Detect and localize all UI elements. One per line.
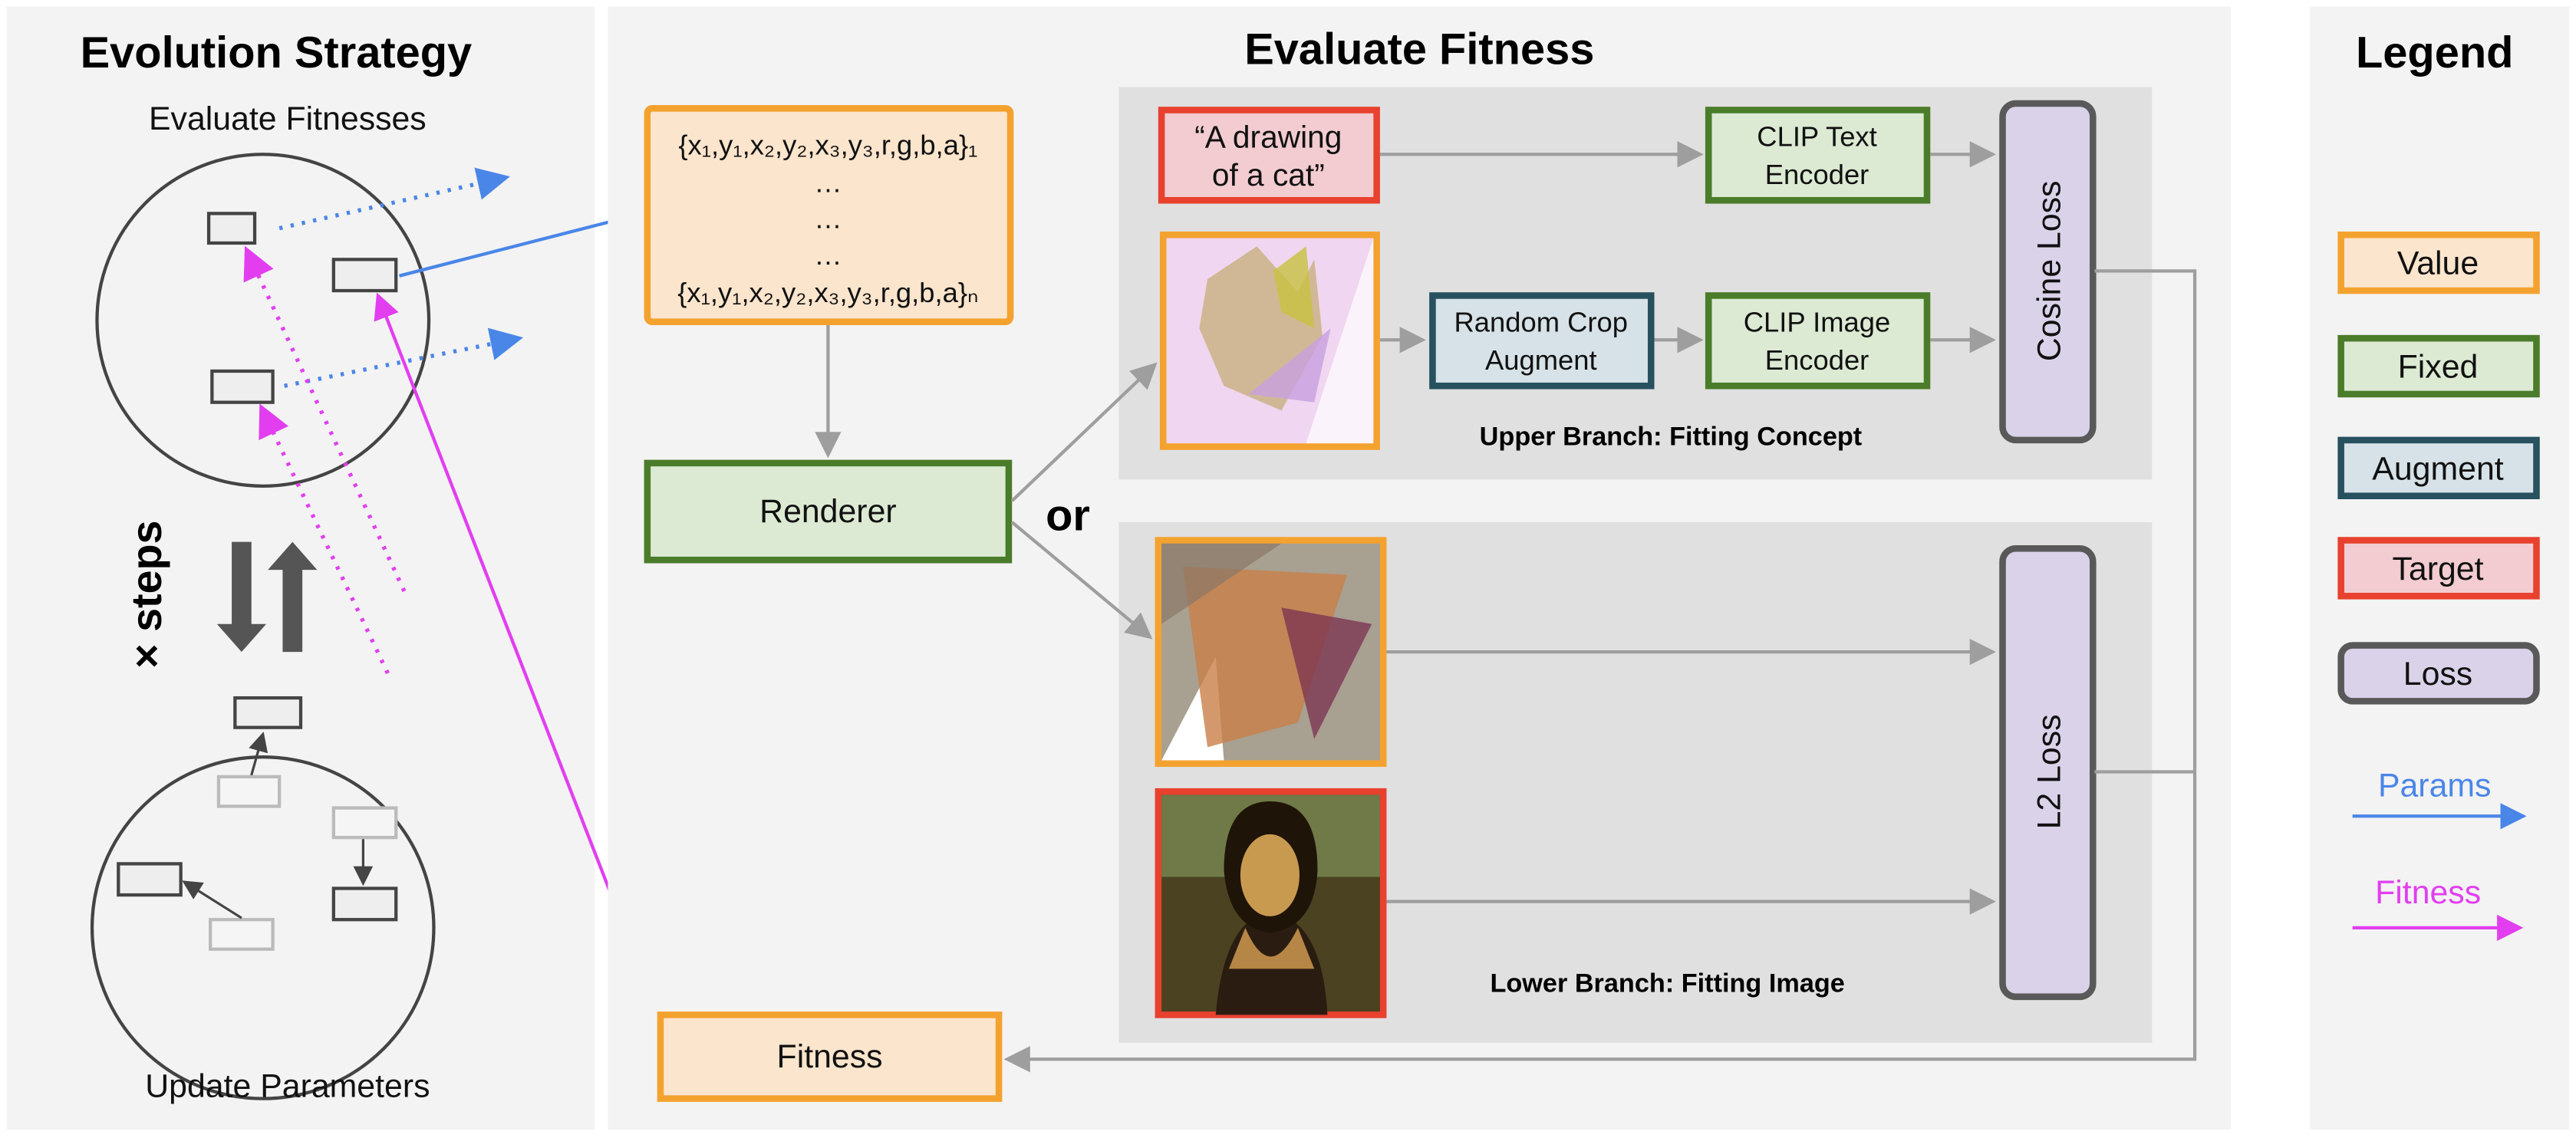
cosine-loss-box: Cosine Loss	[1999, 100, 2097, 444]
evolution-strategy-panel: Evolution Strategy Evaluate Fitnesses × …	[6, 6, 666, 1130]
encoder-label: CLIP Image	[1744, 307, 1891, 338]
fitness-dotted-arrow	[243, 245, 407, 593]
augment-label: Random Crop	[1454, 307, 1629, 338]
l2-loss-box: L2 Loss	[1999, 544, 2097, 1001]
legend-swatch	[2337, 537, 2540, 600]
update-parameters-caption: Update Parameters	[145, 1067, 430, 1104]
mona-lisa-target-image	[1155, 788, 1387, 1018]
candidate	[233, 696, 303, 729]
ellipsis: …	[814, 203, 842, 235]
ellipsis: …	[814, 239, 842, 271]
legend-item-target: Target	[2337, 537, 2540, 600]
population-circle-bottom	[90, 755, 436, 1100]
params-arrow	[398, 208, 640, 278]
steps-label: × steps	[123, 521, 170, 669]
candidate	[117, 862, 183, 897]
encoder-label: Encoder	[1765, 159, 1869, 190]
legend-item-value: Value	[2337, 231, 2540, 294]
target-prompt-box: “A drawing of a cat”	[1158, 107, 1380, 204]
upper-branch-caption: Upper Branch: Fitting Concept	[1480, 422, 1863, 451]
legend-swatch	[2337, 436, 2540, 499]
legend-fitness-label: Fitness	[2375, 874, 2481, 911]
legend-swatch	[2337, 231, 2540, 294]
legend-swatch	[2337, 642, 2540, 705]
legend-item-loss: Loss	[2337, 642, 2540, 705]
legend-item-fixed: Fixed	[2337, 334, 2540, 398]
legend-item-augment: Augment	[2337, 436, 2540, 499]
fitness-label: Fitness	[777, 1038, 883, 1075]
augment-label: Augment	[1485, 344, 1597, 376]
prompt-line: “A drawing	[1194, 120, 1342, 155]
rendered-polygon-image	[1155, 537, 1387, 768]
renderer-box: Renderer	[644, 459, 1013, 564]
param-vector-first: {x₁,y₁,x₂,y₂,x₃,y₃,r,g,b,a}₁	[678, 129, 977, 160]
ellipsis: …	[814, 167, 842, 199]
legend-label: Loss	[2403, 656, 2472, 692]
legend-label: Value	[2397, 245, 2479, 282]
panel-title: Evolution Strategy	[81, 28, 473, 77]
candidate	[331, 258, 398, 293]
lower-branch-caption: Lower Branch: Fitting Image	[1490, 969, 1844, 998]
clip-text-encoder-box: CLIP Text Encoder	[1705, 107, 1931, 204]
legend-label: Augment	[2372, 450, 2503, 487]
encoder-label: Encoder	[1765, 344, 1869, 376]
encoder-label: CLIP Text	[1757, 121, 1876, 153]
candidate-old	[216, 775, 282, 808]
candidate	[210, 369, 275, 404]
param-vector-last: {x₁,y₁,x₂,y₂,x₃,y₃,r,g,b,a}ₙ	[677, 277, 978, 308]
evaluate-fitness-panel: Evaluate Fitness {x₁,y₁,x₂,y₂,x₃,y₃,r,g,…	[608, 6, 2232, 1130]
panel-title: Evaluate Fitness	[1244, 25, 1594, 74]
candidate	[206, 212, 257, 245]
prompt-line: of a cat”	[1212, 157, 1325, 192]
loss-label: L2 Loss	[2031, 714, 2067, 829]
update-loop-arrows-icon	[216, 541, 318, 653]
rendered-cat-image	[1159, 231, 1380, 450]
clip-image-encoder-box: CLIP Image Encoder	[1705, 292, 1931, 390]
fitness-box: Fitness	[657, 1011, 1003, 1102]
legend-swatch	[2337, 334, 2540, 398]
value-box: {x₁,y₁,x₂,y₂,x₃,y₃,r,g,b,a}₁ … … … {x₁,y…	[644, 105, 1014, 325]
legend-label: Fixed	[2398, 349, 2479, 386]
candidate	[331, 886, 398, 922]
legend-params-label: Params	[2378, 768, 2492, 804]
random-crop-augment-box: Random Crop Augment	[1429, 292, 1655, 390]
evaluate-fitnesses-caption: Evaluate Fitnesses	[149, 100, 427, 137]
legend-title: Legend	[2356, 28, 2514, 77]
legend-label: Target	[2392, 551, 2483, 587]
candidate-old	[209, 918, 275, 951]
fitness-return-connector	[1003, 269, 2197, 1073]
params-dotted-arrow	[278, 167, 510, 231]
population-circle-top	[95, 153, 431, 488]
renderer-label: Renderer	[759, 493, 896, 530]
or-label: or	[1046, 492, 1090, 541]
fitness-dotted-arrow	[259, 403, 390, 675]
loss-label: Cosine Loss	[2031, 181, 2067, 362]
candidate-old	[331, 806, 398, 840]
